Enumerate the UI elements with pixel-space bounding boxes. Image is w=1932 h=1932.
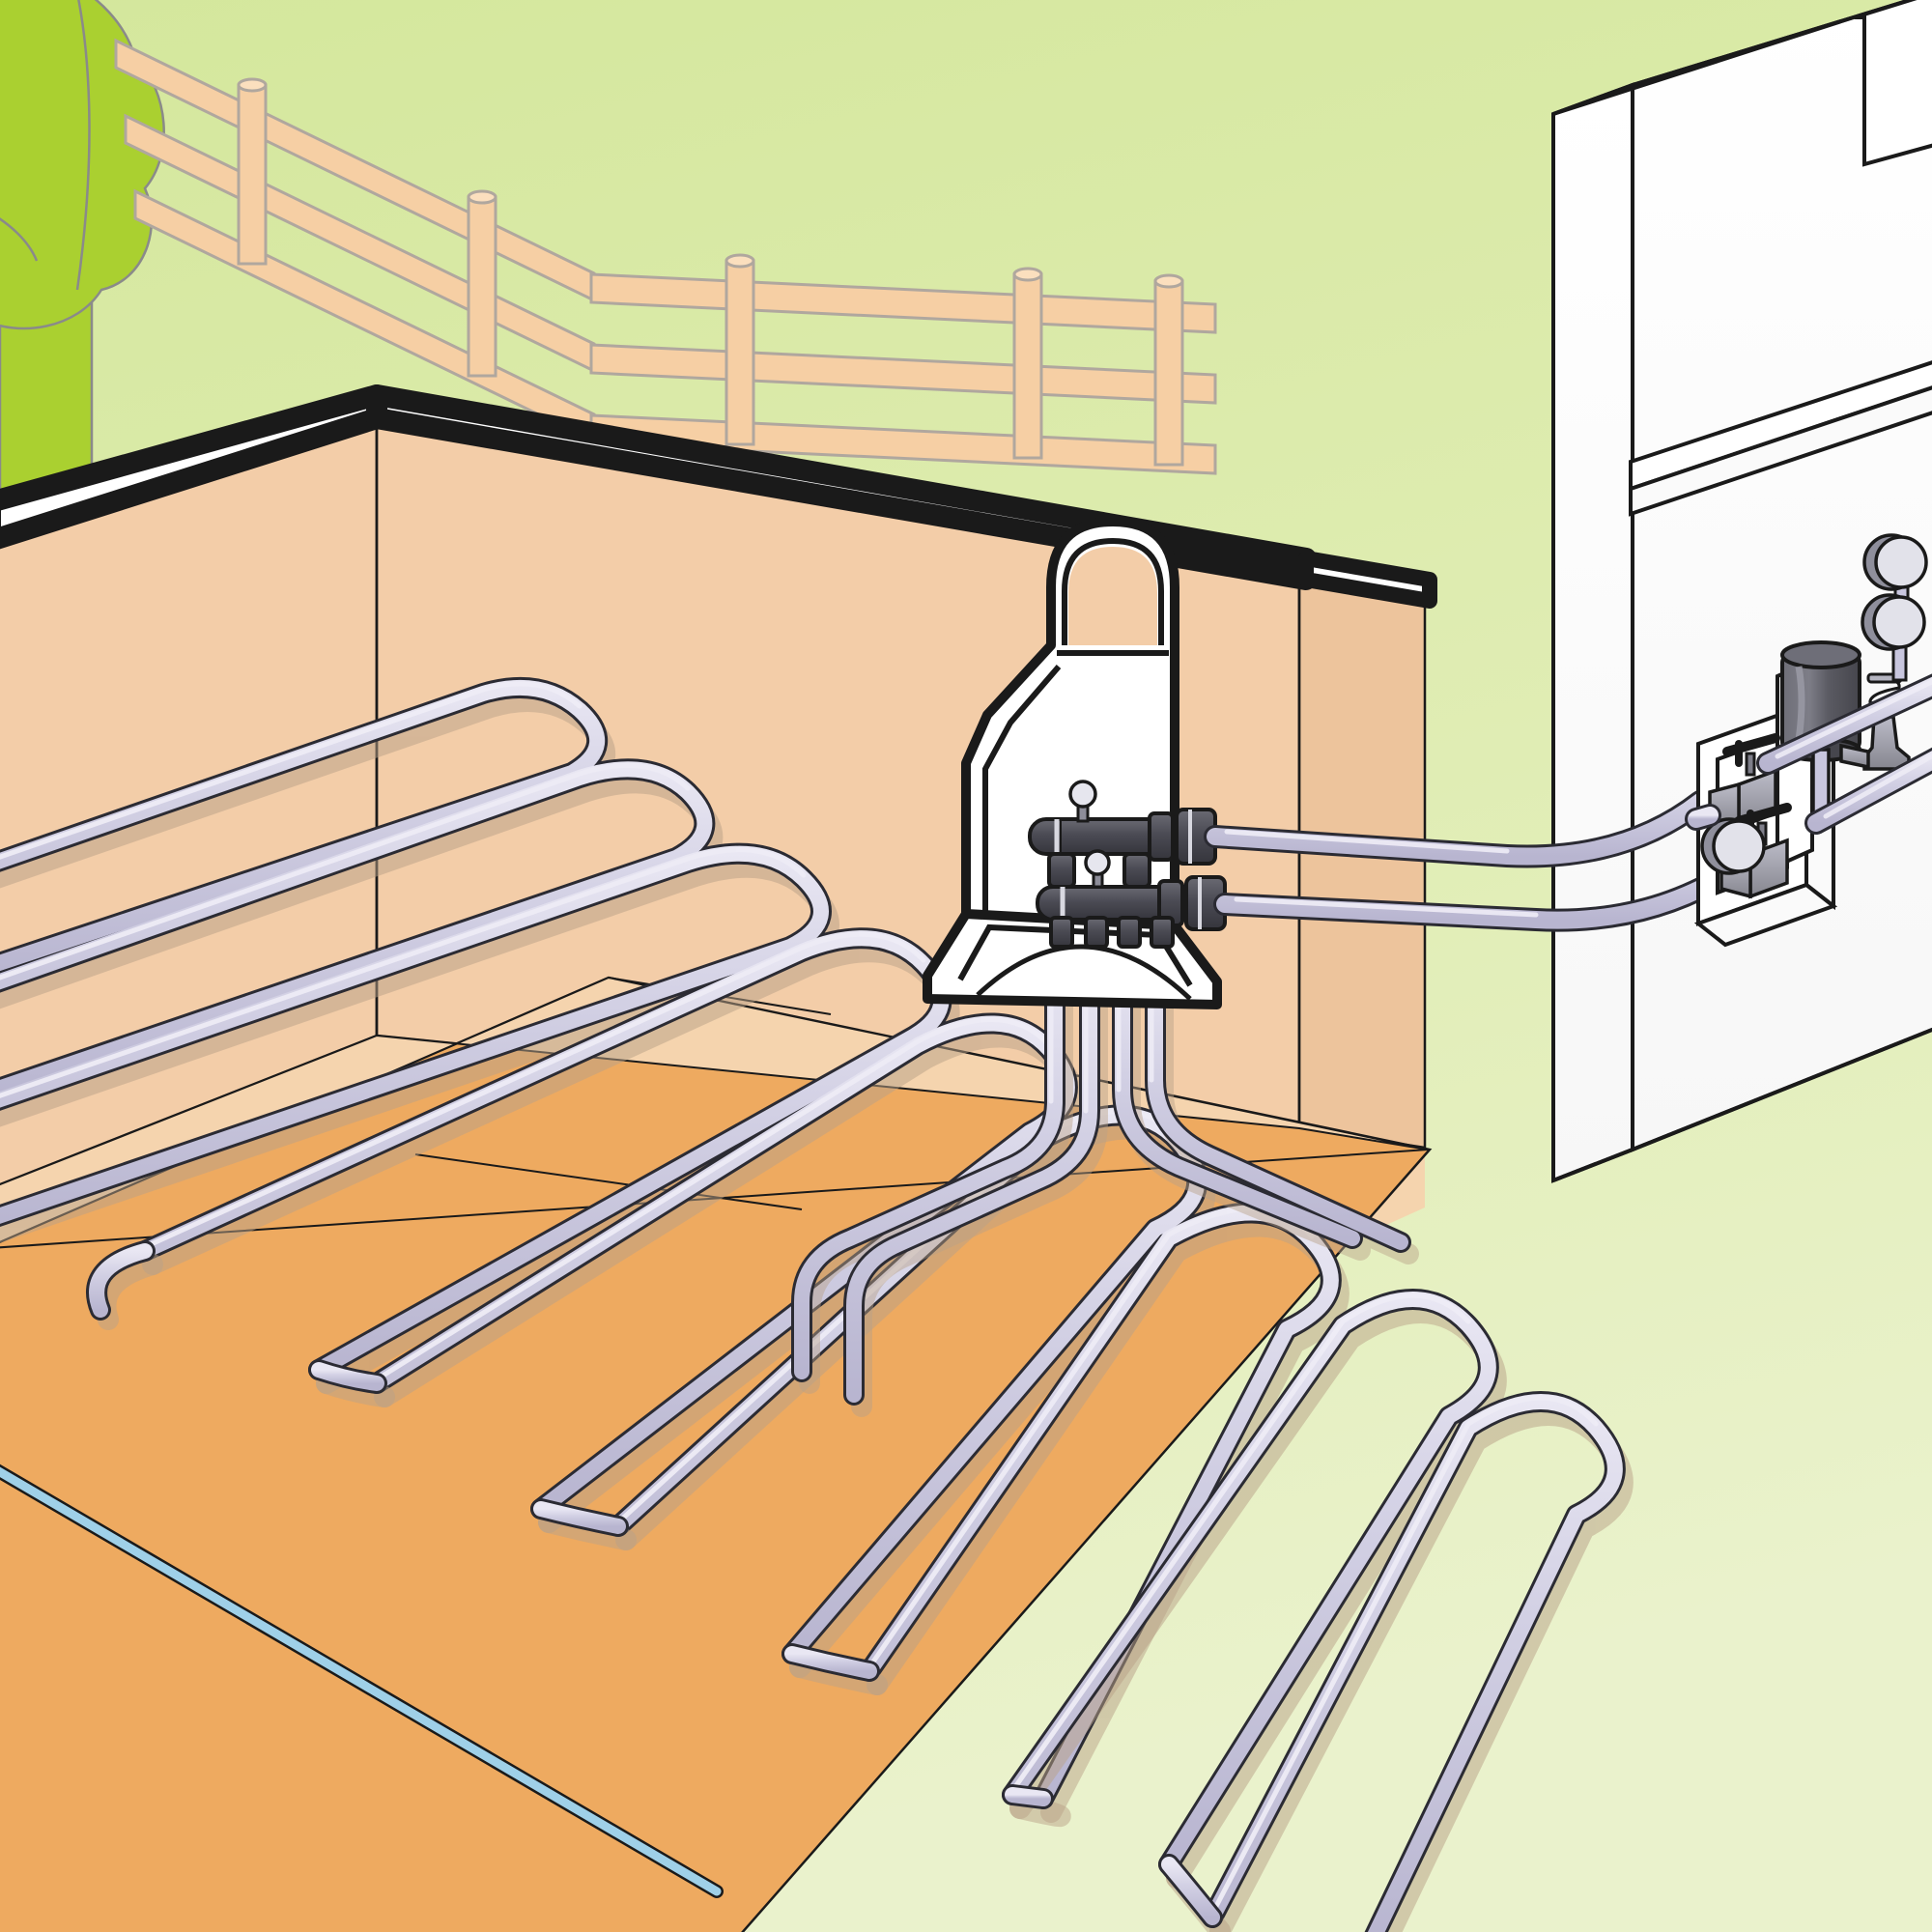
niche-arch-inner — [1062, 537, 1164, 645]
rail-fence — [114, 38, 1217, 475]
wall-cap-right — [1298, 551, 1437, 609]
niche-base-arc — [976, 944, 1192, 1001]
supply-manifold[interactable] — [1028, 780, 1217, 889]
partition-top-cap — [1552, 0, 1918, 116]
loop-highlight-right — [1009, 1293, 1599, 1917]
fence-run-right — [589, 253, 1217, 475]
loop-label: Radiant floor heating loop (serpentine P… — [19, 441, 351, 458]
return-manifold-label: Return manifold (lower bar) — [19, 208, 207, 224]
floor-label: Heated floor slab — [19, 123, 136, 139]
loop-body-right — [1005, 1292, 1623, 1932]
partition-shelf — [1629, 360, 1932, 517]
tree — [0, 0, 165, 543]
tree-label: Tree — [19, 80, 50, 97]
supply-manifold-label: Supply manifold (upper bar) — [19, 186, 210, 203]
manifold-assembly[interactable] — [1028, 780, 1227, 949]
scene-subtitle: Isometric cutaway of a room showing floo… — [19, 38, 740, 54]
manifold-loop-leads — [791, 955, 1419, 1417]
niche-arch-fill — [1068, 547, 1157, 645]
pressure-gauge-return[interactable] — [1861, 593, 1926, 682]
partition-shelf-label: Wall ledge / shelf — [19, 420, 137, 437]
air-vent-label: Automatic air vent / safety valve — [19, 271, 238, 288]
shelf-edge — [1629, 385, 1932, 517]
frame-bottom-rail — [1693, 882, 1838, 948]
fence-post — [1012, 267, 1043, 460]
fence-post — [724, 253, 755, 446]
floor-loop-returns-left — [86, 1240, 888, 1695]
floor-loop-zone-left — [0, 676, 1350, 1823]
fence-post — [467, 189, 497, 378]
trunk-label: Supply / return trunk line — [19, 463, 187, 479]
manifold-label: Recessed manifold niche — [19, 165, 192, 182]
gate-valve-return-label: Gate valve (return) — [19, 314, 148, 330]
lawn-label: Lawn / garden ground — [19, 101, 170, 118]
gate-valve-supply-label: Gate valve (supply) — [19, 293, 153, 309]
scene-title: Radiant Underfloor Heating System — [19, 16, 263, 33]
trunk-supply-body — [1207, 754, 1776, 866]
partition-label: White interior partition wall — [19, 399, 201, 415]
tree-foliage — [0, 0, 165, 330]
drop-pipe-label: Loop drop pipes to floor — [19, 484, 183, 500]
floor-loop-zone-right — [1002, 1289, 1634, 1932]
fence-label: Wooden rail fence — [19, 59, 144, 75]
tree-branch-line — [0, 217, 39, 262]
niche-flank — [982, 665, 1062, 966]
partition-wall — [1551, 0, 1932, 1183]
partition-base-line — [1552, 1027, 1932, 1182]
partition-front-face — [1551, 82, 1634, 1183]
tree-foliage-seam — [75, 0, 91, 291]
equipment-panel[interactable] — [1685, 533, 1932, 948]
pressure-gauge-bracket[interactable] — [1700, 817, 1766, 875]
air-vent-icon[interactable] — [1084, 849, 1111, 889]
panel-pipe-runs — [1685, 673, 1932, 835]
fence-post — [1153, 273, 1184, 467]
floor-seam — [414, 1153, 803, 1210]
shelf-top — [1629, 360, 1932, 492]
expansion-tank-label: Expansion vessel — [19, 250, 140, 267]
fence-post — [237, 77, 268, 266]
gauge-bracket-label: Pressure gauge (bracket) — [19, 378, 194, 394]
partition-door-notch — [1854, 0, 1932, 167]
vent-spout — [1839, 743, 1870, 770]
gauge-supply-label: Pressure gauge (supply) — [19, 335, 187, 352]
edge-strip-label: Perimeter edge insulation strip — [19, 144, 228, 160]
gauge-return-label: Pressure gauge (return) — [19, 356, 184, 373]
wall-right-face — [1297, 578, 1427, 1150]
edge-insulation-strip-fill — [0, 1466, 722, 1896]
air-vent-icon[interactable] — [1068, 780, 1097, 823]
panel-label: Boiler-room equipment bracket — [19, 229, 231, 245]
